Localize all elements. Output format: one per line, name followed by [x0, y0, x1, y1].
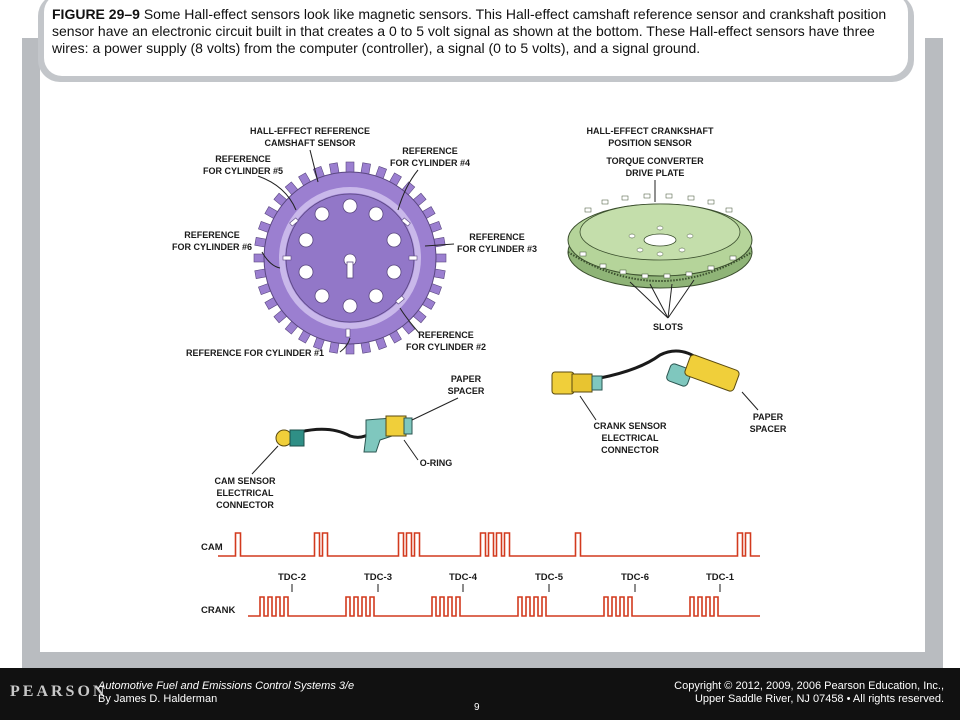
crank-connector-line2: ELECTRICAL — [602, 433, 659, 443]
ref3-line1: REFERENCE — [469, 232, 525, 242]
crank-paper-spacer-line2: SPACER — [750, 424, 787, 434]
tdc-label: TDC-6 — [621, 572, 649, 583]
cam-signal-waveform — [218, 532, 760, 557]
author: By James D. Halderman — [98, 693, 218, 705]
ref5-line2: FOR CYLINDER #5 — [203, 166, 283, 176]
cam-signal-label: CAM — [201, 542, 223, 553]
cam-connector-line3: CONNECTOR — [216, 500, 274, 510]
ref2-line2: FOR CYLINDER #2 — [406, 342, 486, 352]
ref6-line1: REFERENCE — [184, 230, 240, 240]
ref5-line1: REFERENCE — [215, 154, 271, 164]
ref2-line1: REFERENCE — [418, 330, 474, 340]
copyright-line2: Upper Saddle River, NJ 07458 • All right… — [694, 693, 944, 705]
cam-paper-spacer-line1: PAPER — [451, 374, 482, 384]
cam-connector-line2: ELECTRICAL — [217, 488, 274, 498]
figure-label: FIGURE 29–9 — [52, 6, 140, 22]
torque-converter-drive-plate — [567, 193, 753, 289]
caption-text: Some Hall-effect sensors look like magne… — [52, 6, 887, 56]
crank-signal-waveform — [248, 596, 760, 617]
crank-title-line1: HALL-EFFECT CRANKSHAFT — [587, 126, 714, 136]
copyright-line1: Copyright © 2012, 2009, 2006 Pearson Edu… — [674, 680, 944, 692]
slots-leader-lines — [629, 279, 695, 319]
tdc-label: TDC-4 — [449, 572, 478, 583]
crank-connector-line1: CRANK SENSOR — [593, 421, 667, 431]
cam-leader-lines — [257, 149, 455, 353]
camshaft-gear — [253, 161, 447, 355]
crank-sensor — [551, 349, 740, 395]
cam-paper-spacer-line2: SPACER — [448, 386, 485, 396]
ref6-line2: FOR CYLINDER #6 — [172, 242, 252, 252]
figure-caption: FIGURE 29–9 Some Hall-effect sensors loo… — [52, 6, 910, 57]
tdc-label: TDC-5 — [535, 572, 564, 583]
cam-title-line2: CAMSHAFT SENSOR — [264, 138, 356, 148]
cam-title-line1: HALL-EFFECT REFERENCE — [250, 126, 370, 136]
ref3-line2: FOR CYLINDER #3 — [457, 244, 537, 254]
footer-bar: PEARSON Automotive Fuel and Emissions Co… — [0, 668, 960, 720]
page-number: 9 — [474, 702, 480, 713]
ref4-line1: REFERENCE — [402, 146, 458, 156]
crank-connector-line3: CONNECTOR — [601, 445, 659, 455]
ref4-line2: FOR CYLINDER #4 — [390, 158, 470, 168]
plate-label-line1: TORQUE CONVERTER — [606, 156, 704, 166]
crank-signal-label: CRANK — [201, 605, 235, 616]
crank-title-line2: POSITION SENSOR — [608, 138, 692, 148]
pearson-logo: PEARSON — [10, 683, 108, 700]
slots-label: SLOTS — [653, 322, 683, 332]
crank-paper-spacer-line1: PAPER — [753, 412, 784, 422]
ref1-label: REFERENCE FOR CYLINDER #1 — [186, 348, 324, 358]
tdc-label: TDC-3 — [364, 572, 392, 583]
plate-label-line2: DRIVE PLATE — [626, 168, 685, 178]
tdc-label: TDC-2 — [278, 572, 306, 583]
tdc-labels: TDC-2 TDC-3 TDC-4 TDC-5 TDC-6 TDC-1 — [278, 572, 735, 592]
tdc-label: TDC-1 — [706, 572, 735, 583]
book-title: Automotive Fuel and Emissions Control Sy… — [98, 680, 355, 692]
cam-connector-line1: CAM SENSOR — [214, 476, 276, 486]
o-ring-label: O-RING — [420, 458, 453, 468]
cam-sensor — [275, 415, 413, 453]
